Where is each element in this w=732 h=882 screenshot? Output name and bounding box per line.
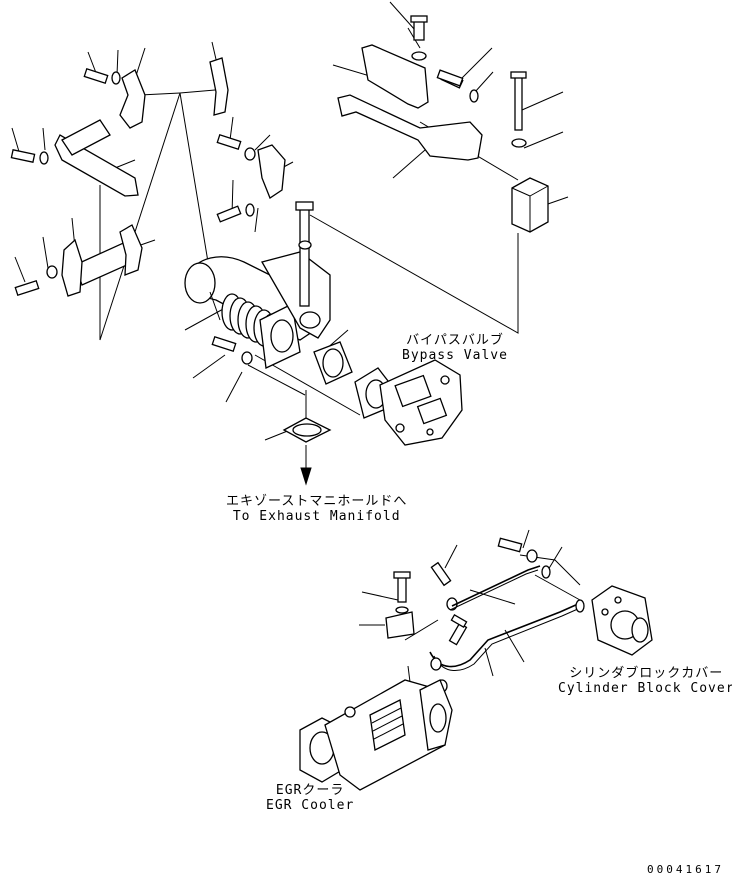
gaskets: [282, 341, 353, 443]
upper-left-clamp: [10, 57, 229, 197]
cylinder-block-cover-label-jp: シリンダブロックカバー: [569, 666, 724, 681]
bypass-valve: [354, 359, 463, 446]
document-number: 00041617: [647, 863, 724, 876]
exhaust-manifold-label-en: To Exhaust Manifold: [232, 509, 401, 524]
exhaust-pipe-bellows: [184, 201, 331, 369]
bolt-and-washer: [436, 69, 464, 87]
lower-left-clamp: [14, 224, 143, 297]
bypass-valve-label-jp: バイパスバルブ: [406, 333, 504, 348]
middle-clamp: [216, 133, 286, 223]
exhaust-manifold-label-jp: エキゾーストマニホールドへ: [226, 494, 408, 509]
egr-cooler-label: EGRクーラ EGR Cooler: [266, 783, 354, 813]
bypass-valve-label-en: Bypass Valve: [402, 348, 508, 363]
exhaust-manifold-label: エキゾーストマニホールドへ To Exhaust Manifold: [226, 494, 407, 524]
egr-tube-assembly: [385, 537, 585, 693]
cylinder-block-cover-label: シリンダブロックカバー Cylinder Block Cover: [558, 666, 732, 696]
egr-cooler-label-en: EGR Cooler: [266, 798, 355, 813]
bypass-valve-bracket: [337, 15, 549, 233]
cylinder-block-cover: [591, 585, 653, 656]
bypass-valve-label: バイパスバルブ Bypass Valve: [402, 333, 508, 363]
down-arrow-icon: [300, 445, 312, 486]
egr-cooler: [299, 679, 453, 791]
egr-cooler-label-jp: EGRクーラ: [275, 783, 345, 798]
cylinder-block-cover-label-en: Cylinder Block Cover: [558, 681, 732, 696]
